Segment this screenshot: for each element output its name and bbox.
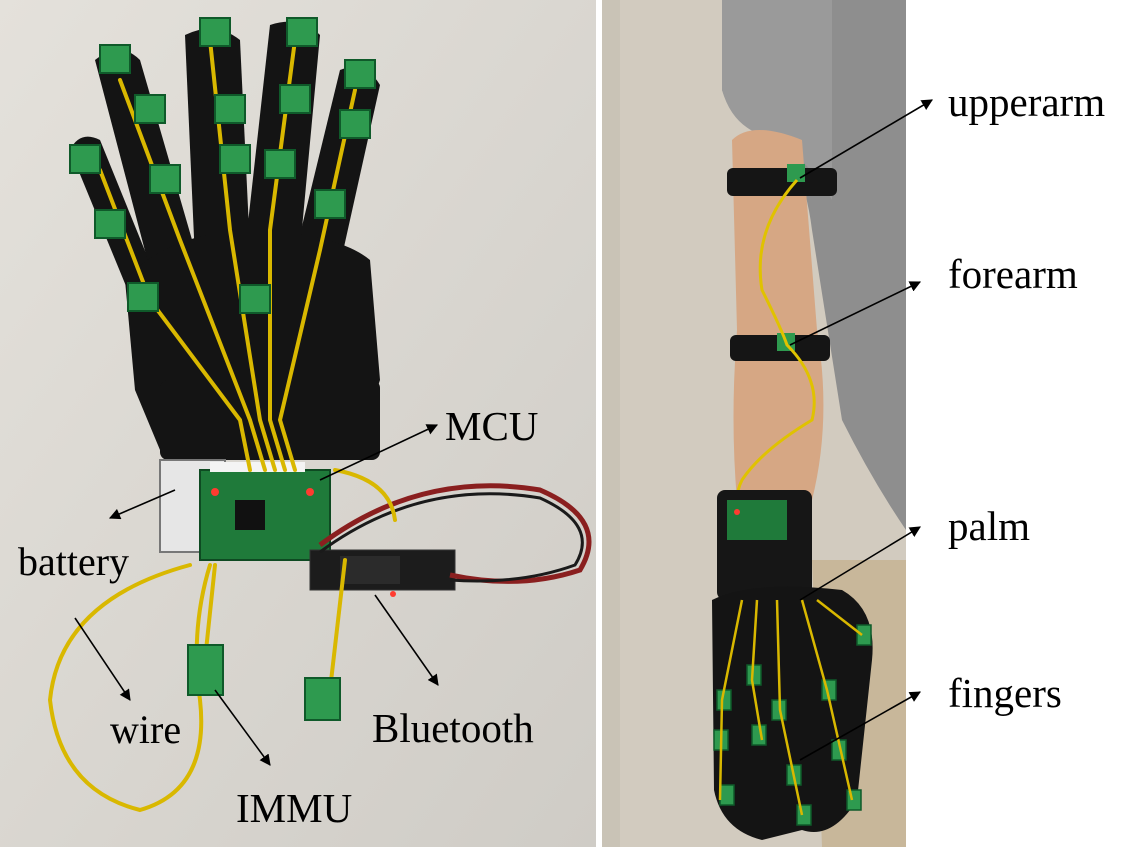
mcu-chip [235,500,265,530]
battery-label: battery [18,539,130,584]
worn-glove [712,586,873,840]
arm-photo-panel [602,0,906,847]
arm-wire [735,178,816,521]
immu-label: IMMU [236,785,353,831]
upperarm-band [727,168,837,196]
forearm-label: forearm [948,251,1078,297]
palm-label: palm [948,503,1030,549]
upperarm-label: upperarm [948,79,1106,125]
bluetooth-label: Bluetooth [372,705,534,751]
fingers-label: fingers [948,670,1062,716]
mcu-label: MCU [445,403,539,449]
glove-photo [0,0,596,847]
arm [732,130,824,500]
glove-photo-panel [0,0,596,847]
hand-wires [718,599,863,816]
wire-label: wire [110,707,182,752]
imu-sensor-boards [69,17,376,721]
arm-photo [602,0,906,847]
